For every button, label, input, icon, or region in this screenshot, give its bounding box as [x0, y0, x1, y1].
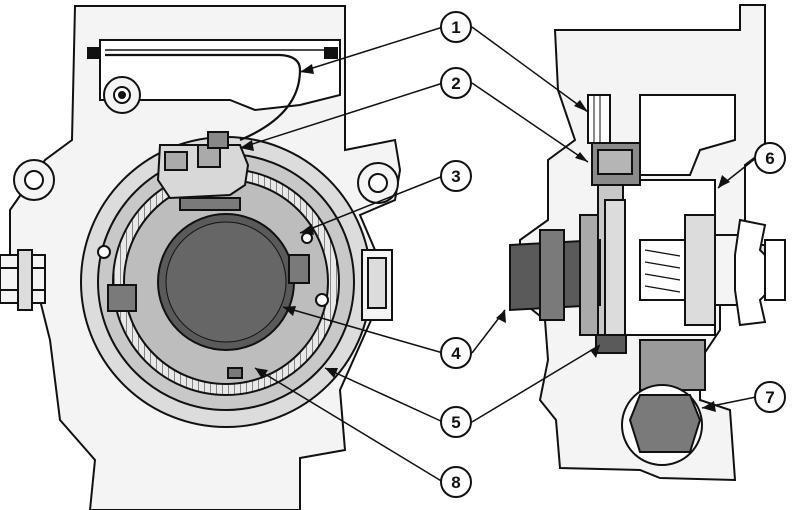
side-pipe [0, 249, 46, 311]
section-shaft [509, 199, 626, 341]
roller-left [107, 284, 137, 312]
callout-1: 1 [440, 11, 472, 43]
section-sensor [587, 94, 641, 186]
seal-ring [595, 334, 627, 354]
svg-text:7: 7 [765, 388, 774, 407]
callout-6: 6 [754, 142, 786, 174]
svg-text:6: 6 [765, 149, 774, 168]
adjusting-nut [734, 218, 786, 327]
callout-2: 2 [440, 67, 472, 99]
callout-4: 4 [440, 337, 472, 369]
svg-text:3: 3 [451, 167, 460, 186]
lower-fitting [621, 339, 706, 466]
leader-lines [239, 26, 757, 483]
sensor-wire [105, 53, 302, 142]
sensor-block [156, 131, 250, 211]
svg-text:1: 1 [451, 18, 460, 37]
svg-text:5: 5 [451, 413, 460, 432]
callout-7: 7 [754, 381, 786, 413]
svg-text:2: 2 [451, 74, 460, 93]
callout-5: 5 [440, 406, 472, 438]
callout-8: 8 [440, 466, 472, 498]
svg-text:8: 8 [451, 473, 460, 492]
rotor-assembly [80, 136, 372, 428]
callout-3: 3 [440, 160, 472, 192]
roller-right [288, 254, 310, 284]
arrowheads [240, 64, 730, 412]
svg-text:4: 4 [451, 344, 461, 363]
side-lug [361, 249, 393, 321]
